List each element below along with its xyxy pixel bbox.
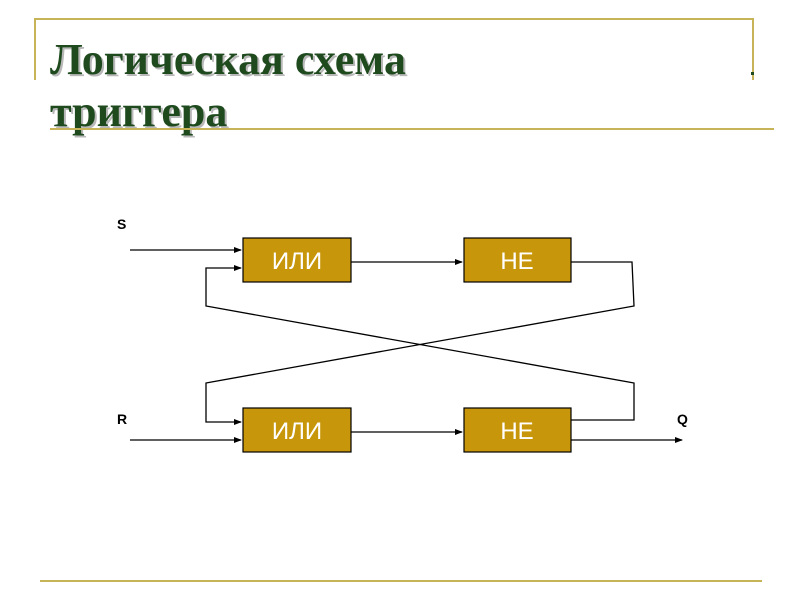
not-gate-bottom <box>463 407 572 453</box>
output-q-label: Q <box>677 411 688 427</box>
title-line-1: Логическая схема <box>50 35 406 84</box>
not-gate-top-label: НЕ <box>500 248 533 275</box>
or-gate-bottom-label: ИЛИ <box>272 418 322 445</box>
or-gate-top <box>242 237 352 283</box>
title-underline <box>50 128 774 130</box>
title-line-2: триггера <box>50 87 228 136</box>
or-gate-bottom <box>242 407 352 453</box>
frame-left-line <box>34 18 36 80</box>
not-gate-top <box>463 237 572 283</box>
input-s-label: S <box>117 216 126 232</box>
slide-title: Логическая схема триггера <box>50 34 406 138</box>
frame-right-line <box>752 18 754 80</box>
wire-feedback-bottom-not-to-top-or <box>205 265 635 421</box>
wire-feedback-top-not-to-bottom-or <box>205 261 635 425</box>
or-gate-top-label: ИЛИ <box>272 248 322 275</box>
input-r-label: R <box>117 411 127 427</box>
footer-line <box>40 580 762 582</box>
title-dot <box>751 72 754 75</box>
frame-top-line <box>34 18 754 20</box>
not-gate-bottom-label: НЕ <box>500 418 533 445</box>
